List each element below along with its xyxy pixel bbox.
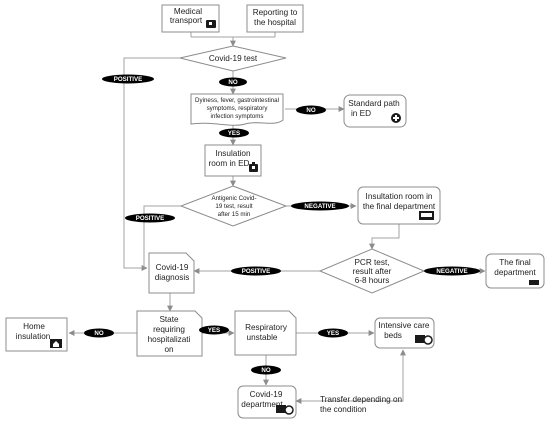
node-symptoms: Dyiness, fever, gastrointestinal symptom… — [190, 93, 284, 126]
node-text: insulation — [16, 332, 51, 341]
node-text: Antigenic Covid- — [211, 195, 256, 202]
node-text: Insulation — [215, 149, 250, 158]
node-text: Dyiness, fever, gastrointestinal — [195, 97, 279, 104]
transfer-note-line: the condition — [320, 405, 367, 414]
node-text: beds — [384, 331, 402, 340]
first-aid-kit-icon — [249, 162, 258, 172]
node-text: Covid-19 — [250, 390, 283, 399]
label-no-symptoms: NO — [296, 105, 326, 115]
svg-text:YES: YES — [327, 330, 339, 337]
node-text: department — [241, 400, 283, 409]
node-text: Covid-19 — [156, 263, 189, 272]
transfer-note: Transfer depending on the condition — [320, 395, 403, 414]
svg-text:POSITIVE: POSITIVE — [136, 215, 165, 222]
node-respiratory-unstable: Respiratory unstable — [234, 310, 297, 356]
edge-transfer — [295, 349, 406, 404]
node-text: department — [494, 268, 536, 277]
node-text: Reporting to — [253, 8, 298, 17]
svg-text:YES: YES — [228, 130, 240, 137]
label-positive-test: POSITIVE — [102, 74, 154, 84]
hospital-bed-icon — [529, 280, 539, 285]
node-text: hospitalizati — [148, 335, 191, 344]
hospital-bed-icon — [419, 211, 434, 220]
node-reporting-hospital: Reporting to the hospital — [246, 4, 304, 33]
node-text: Home — [23, 322, 45, 331]
node-text: State — [159, 315, 179, 324]
node-text: room in ED — [209, 159, 250, 168]
node-text: infection symptoms — [211, 113, 264, 120]
label-yes-symptoms: YES — [219, 128, 249, 138]
node-text: Standard path — [348, 99, 400, 108]
node-text: unstable — [247, 333, 278, 342]
label-no-test: NO — [219, 77, 247, 87]
home-icon — [50, 339, 62, 348]
label-negative-antigen: NEGATIVE — [291, 201, 349, 211]
node-covid-department: Covid-19 department — [237, 385, 297, 419]
ambulance-icon — [206, 20, 216, 28]
svg-text:NEGATIVE: NEGATIVE — [436, 268, 467, 275]
node-text: the final department — [363, 202, 436, 211]
node-text: 6-8 hours — [355, 276, 390, 285]
node-pcr-test: PCR test, result after 6-8 hours — [318, 248, 426, 294]
label-yes-resp: YES — [318, 328, 348, 338]
node-covid-diagnosis: Covid-19 diagnosis — [148, 252, 195, 294]
node-text: on — [164, 345, 174, 354]
node-text: The final — [499, 258, 531, 267]
node-standard-path: Standard path in ED — [343, 94, 407, 128]
transfer-note-line: Transfer depending on — [320, 395, 403, 404]
node-home-insulation: Home insulation — [5, 317, 68, 352]
edge-test-positive — [123, 57, 180, 271]
label-positive-antigen: POSITIVE — [125, 213, 175, 223]
node-text: transport — [170, 16, 203, 25]
svg-text:YES: YES — [208, 327, 220, 334]
node-text: diagnosis — [155, 273, 190, 282]
node-text: Insultation room in — [366, 192, 433, 201]
bed-with-patient-icon — [415, 335, 433, 345]
node-final-department: The final department — [485, 253, 545, 289]
node-medical-transport: Medical transport — [161, 4, 220, 33]
edge-insultation-pcr — [369, 224, 400, 250]
node-text: requiring — [153, 325, 185, 334]
bed-with-patient-icon — [276, 405, 294, 415]
label-no-resp: NO — [251, 365, 281, 375]
edge-labels: POSITIVE NO NO YES POSITIVE NEGATIVE POS… — [84, 74, 480, 375]
label-negative-pcr: NEGATIVE — [424, 266, 480, 276]
node-text: in ED — [351, 109, 371, 118]
node-antigenic-test: Antigenic Covid- 19 test, result after 1… — [179, 185, 288, 227]
node-text: the hospital — [254, 18, 296, 27]
svg-text:POSITIVE: POSITIVE — [114, 76, 143, 83]
label-positive-pcr: POSITIVE — [231, 266, 281, 276]
medical-cross-icon — [391, 113, 401, 123]
node-text: 19 test, result — [215, 203, 252, 210]
label-yes-state: YES — [199, 325, 229, 335]
node-text: PCR test, — [354, 258, 389, 267]
node-insultation-final: Insultation room in the final department — [357, 186, 441, 225]
svg-text:NO: NO — [228, 79, 237, 86]
edge-antigen-positive — [143, 205, 184, 268]
node-text: symptoms, respiratory — [207, 105, 269, 112]
node-text: Medical — [174, 7, 202, 16]
label-no-state: NO — [84, 328, 114, 338]
node-text: Covid-19 test — [209, 54, 258, 63]
svg-text:NEGATIVE: NEGATIVE — [304, 203, 335, 210]
node-text: after 15 min — [218, 211, 251, 218]
node-intensive-care: Intensive care beds — [374, 317, 435, 349]
node-text: result after — [353, 267, 392, 276]
node-state-hospitalization: State requiring hospitalizati on — [136, 310, 203, 357]
svg-text:NO: NO — [94, 330, 103, 337]
node-covid-test: Covid-19 test — [179, 45, 287, 72]
svg-text:NO: NO — [261, 367, 270, 374]
node-text: Intensive care — [379, 321, 430, 330]
node-insulation-ed: Insulation room in ED — [204, 144, 262, 177]
svg-text:POSITIVE: POSITIVE — [242, 268, 271, 275]
svg-text:NO: NO — [306, 107, 315, 114]
node-text: Respiratory — [245, 323, 288, 332]
